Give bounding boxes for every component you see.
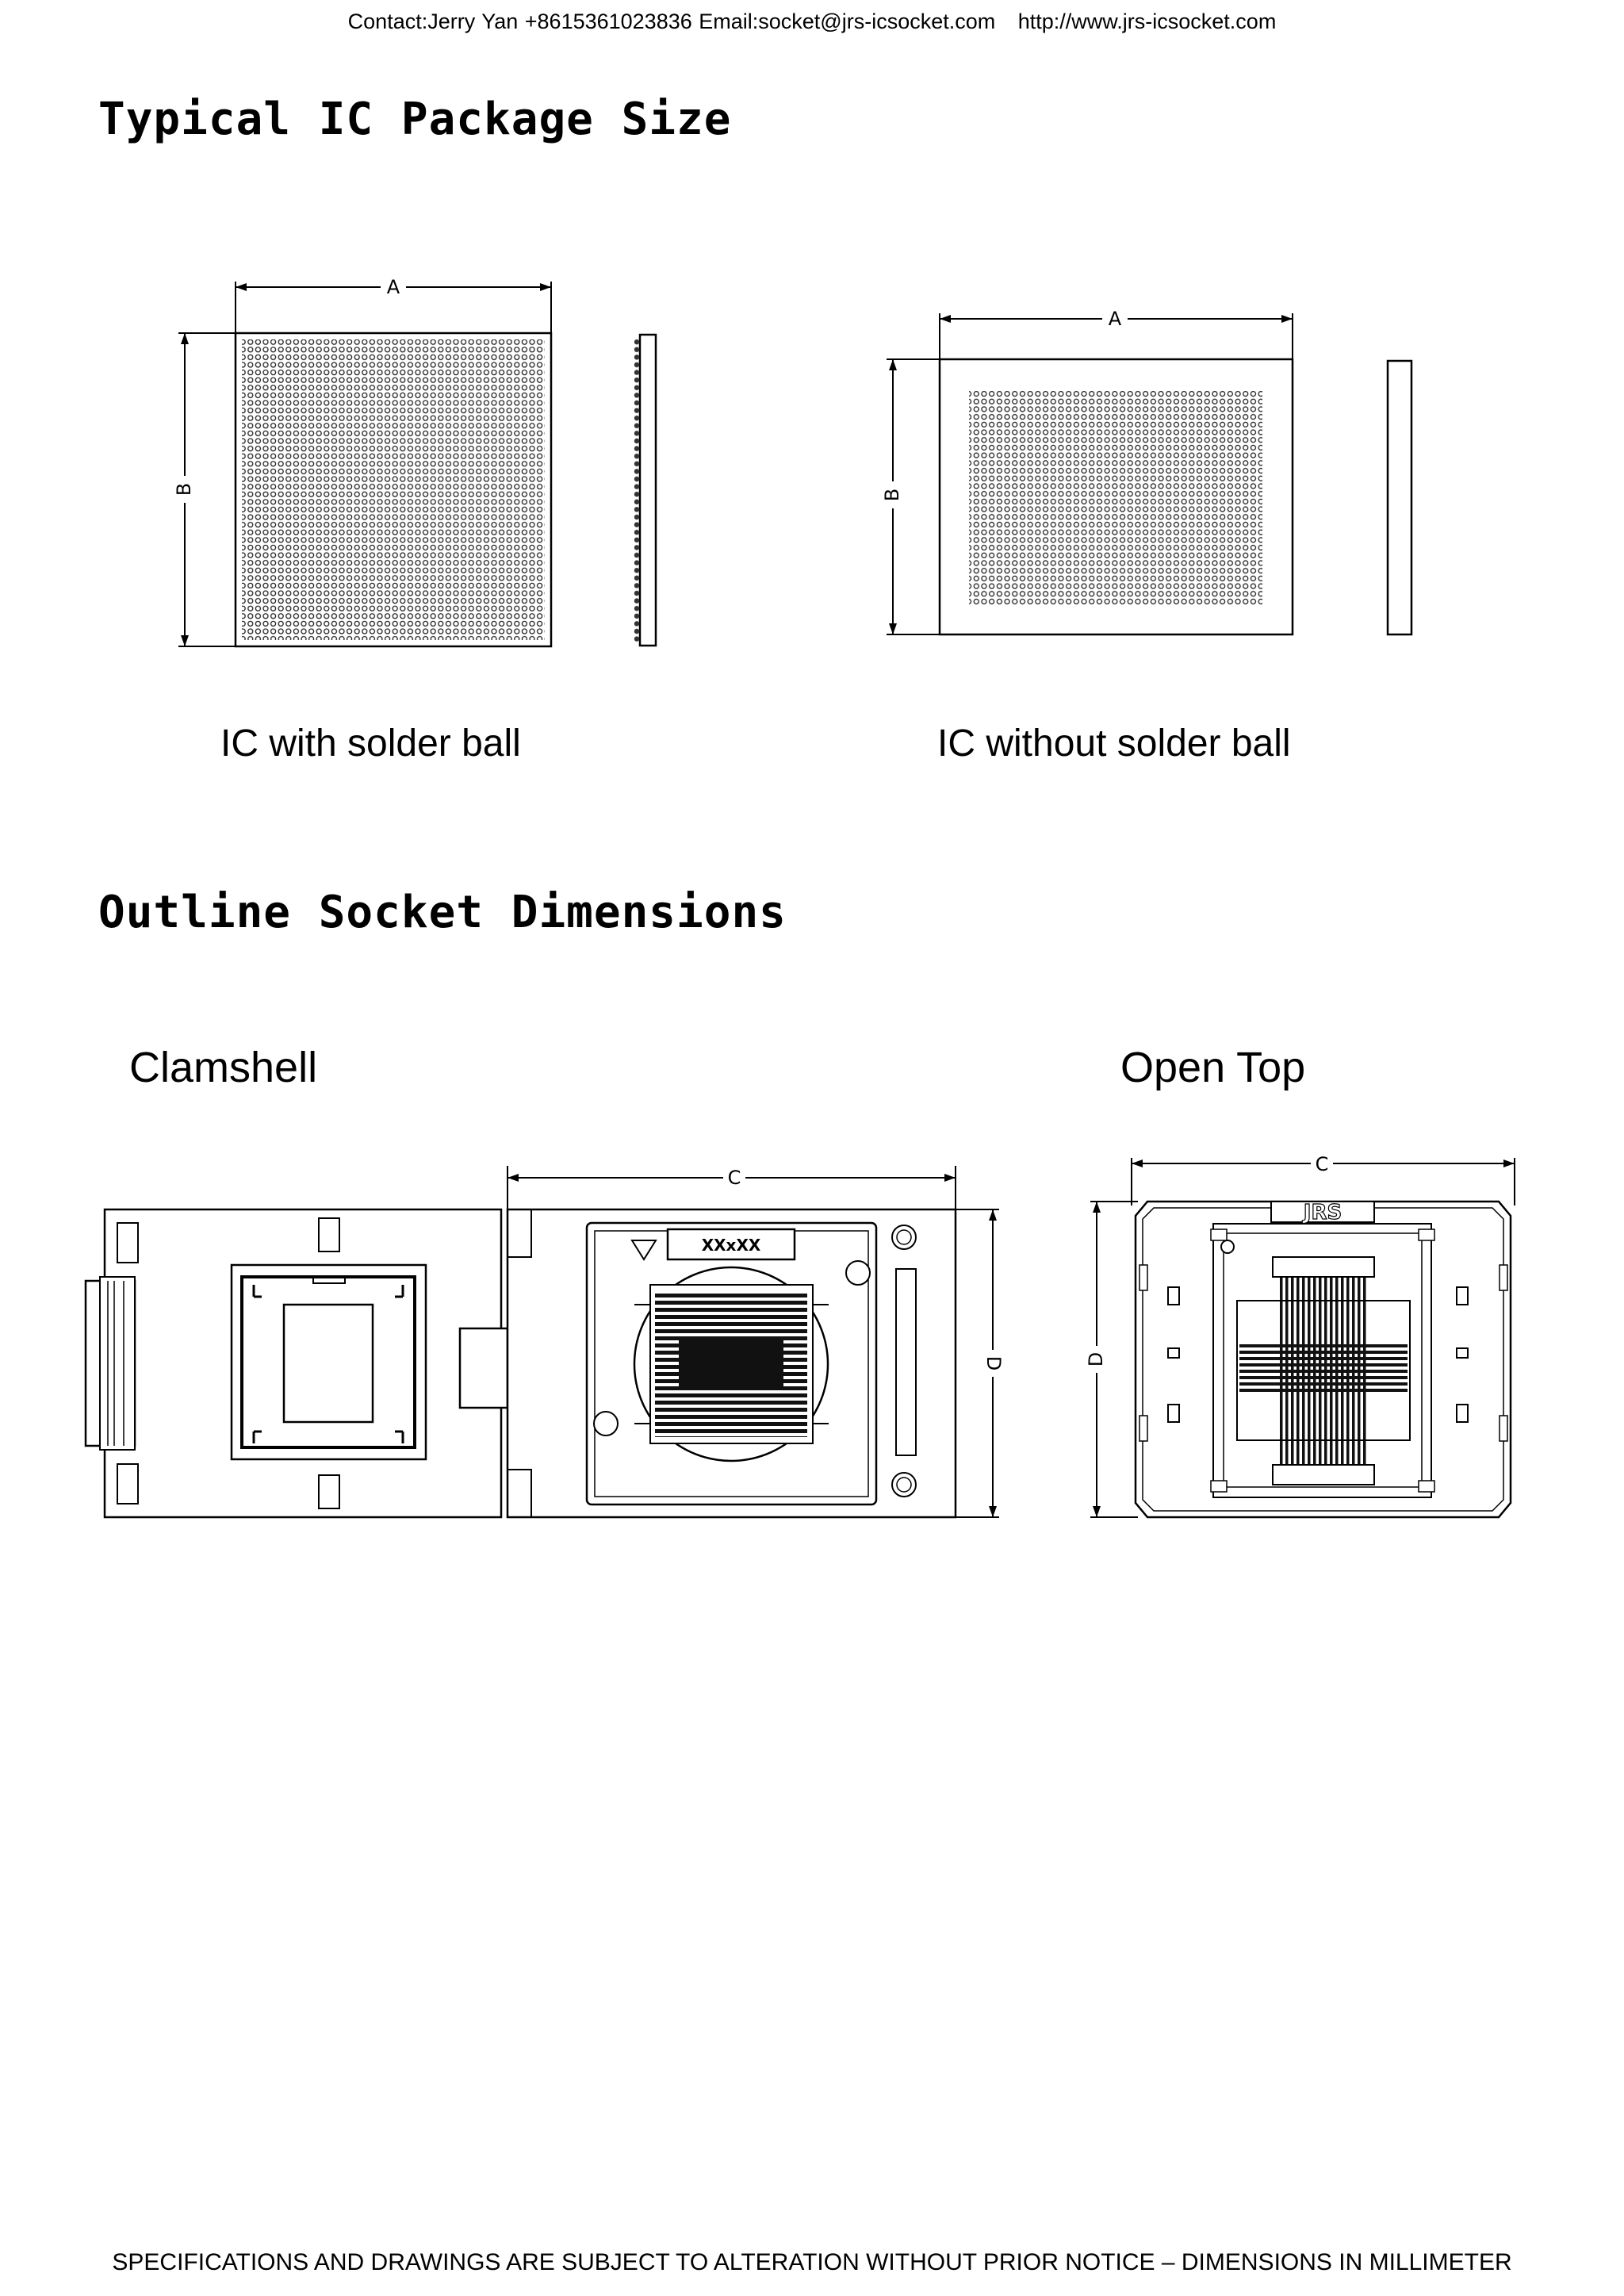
dim-d-label-2: D <box>1085 1352 1107 1366</box>
contact-header: Contact:Jerry Yan +8615361023836 Email:s… <box>0 10 1624 34</box>
package-size-heading: Typical IC Package Size <box>98 94 732 145</box>
clamshell-socket-drawing: C D XXxXX <box>84 1166 1005 1519</box>
dim-b-label-2: B <box>881 489 903 501</box>
socket-dimensions-heading: Outline Socket Dimensions <box>98 887 787 938</box>
ic-without-solder-ball-drawing: A B <box>881 308 1413 636</box>
ic-with-solder-ball-drawing: A B <box>173 276 657 648</box>
dim-d-label: D <box>982 1356 1005 1370</box>
footer-notice: SPECIFICATIONS AND DRAWINGS ARE SUBJECT … <box>112 2249 1512 2275</box>
dim-b-label: B <box>173 483 195 496</box>
contact-info: Contact:Jerry Yan +8615361023836 Email:s… <box>347 10 996 33</box>
website-link[interactable]: http://www.jrs-icsocket.com <box>1017 10 1277 33</box>
dim-a-label-2: A <box>1109 308 1122 330</box>
without-solder-ball-caption: IC without solder ball <box>937 723 1291 765</box>
clamshell-label: Clamshell <box>129 1044 318 1091</box>
open-top-socket-drawing: C D JRS <box>1085 1154 1515 1519</box>
dim-a-label: A <box>387 276 400 298</box>
dim-c-label: C <box>728 1167 741 1189</box>
brand-mark: JRS <box>1302 1201 1342 1225</box>
with-solder-ball-caption: IC with solder ball <box>220 723 521 765</box>
chip-marking: XXxXX <box>702 1236 761 1255</box>
open-top-label: Open Top <box>1120 1044 1306 1091</box>
dim-c-label-2: C <box>1316 1154 1329 1175</box>
